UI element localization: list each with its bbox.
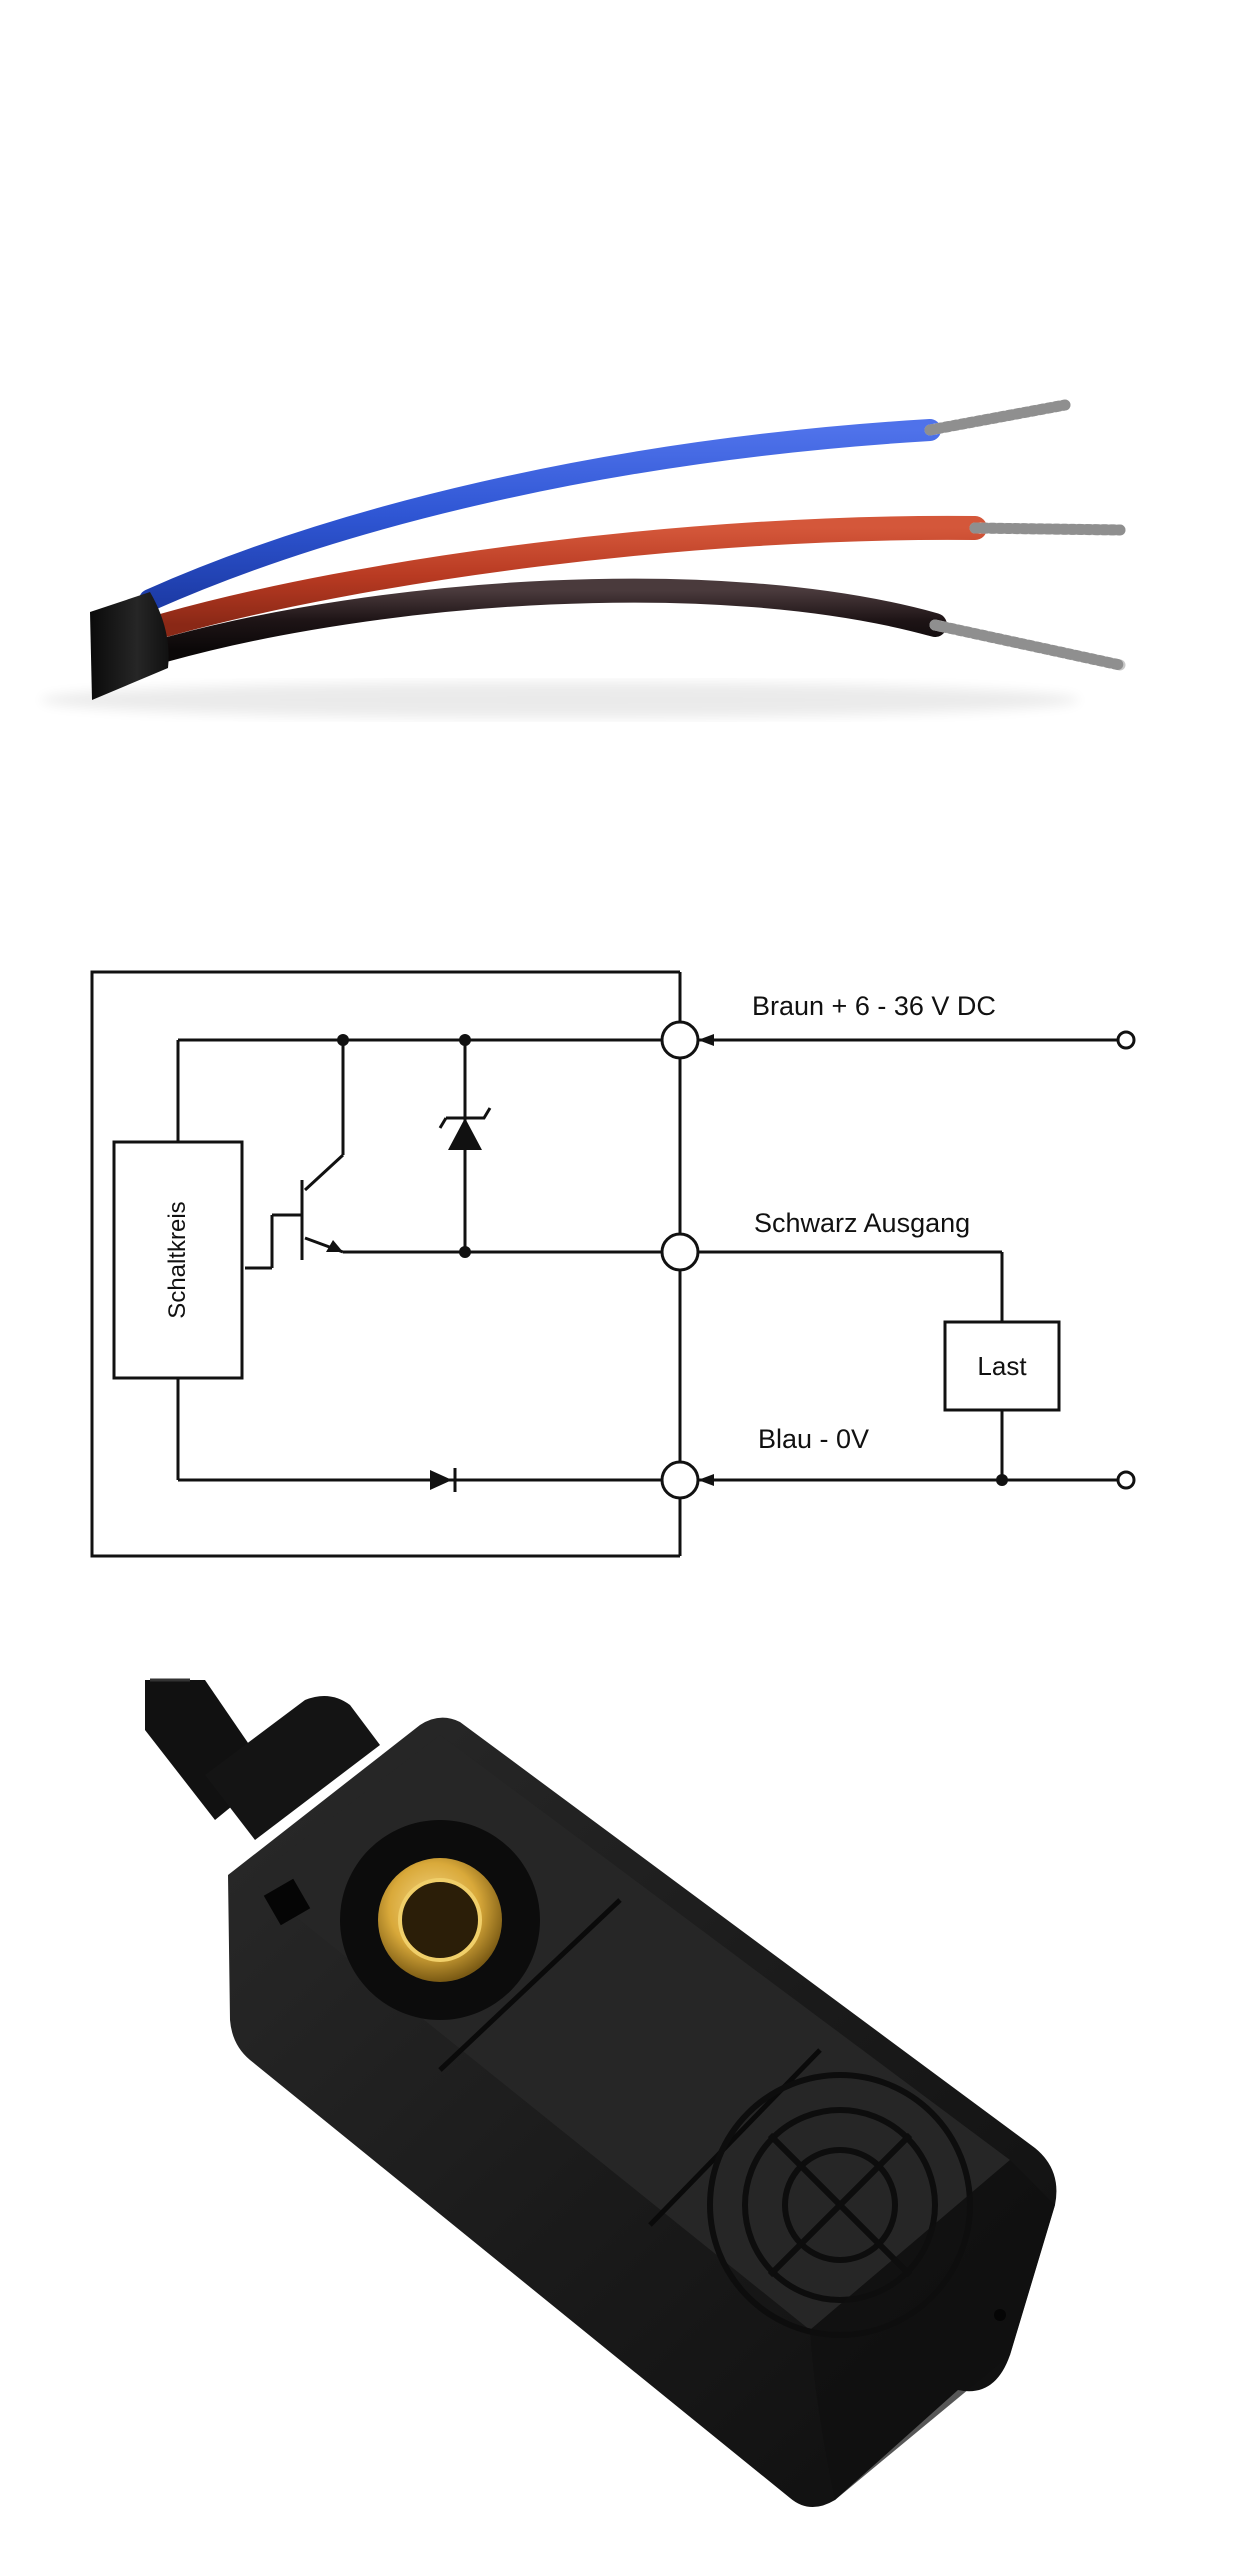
sensor-image [145,1678,1057,2508]
cable-jacket [90,592,169,700]
load-block [943,1320,1061,1412]
label-circuit: Schaltkreis [164,1201,191,1318]
zener-diode-icon [448,1118,482,1150]
red-wire [153,515,987,637]
cable-image [40,399,1126,718]
circuit-block [112,1140,244,1380]
terminal-black [660,1232,700,1272]
wiring-diagram [90,970,1136,1558]
black-wire [153,578,947,662]
terminal-brown [660,1020,700,1060]
terminal-blue [660,1460,700,1500]
blue-wire [139,419,941,611]
label-load: Last [977,1351,1027,1381]
diode-icon [430,1470,452,1490]
sensor-housing-outline [90,970,680,1558]
label-blue-ground: Blau - 0V [758,1424,869,1454]
label-brown-supply: Braun + 6 - 36 V DC [752,991,996,1021]
label-black-output: Schwarz Ausgang [754,1208,970,1238]
